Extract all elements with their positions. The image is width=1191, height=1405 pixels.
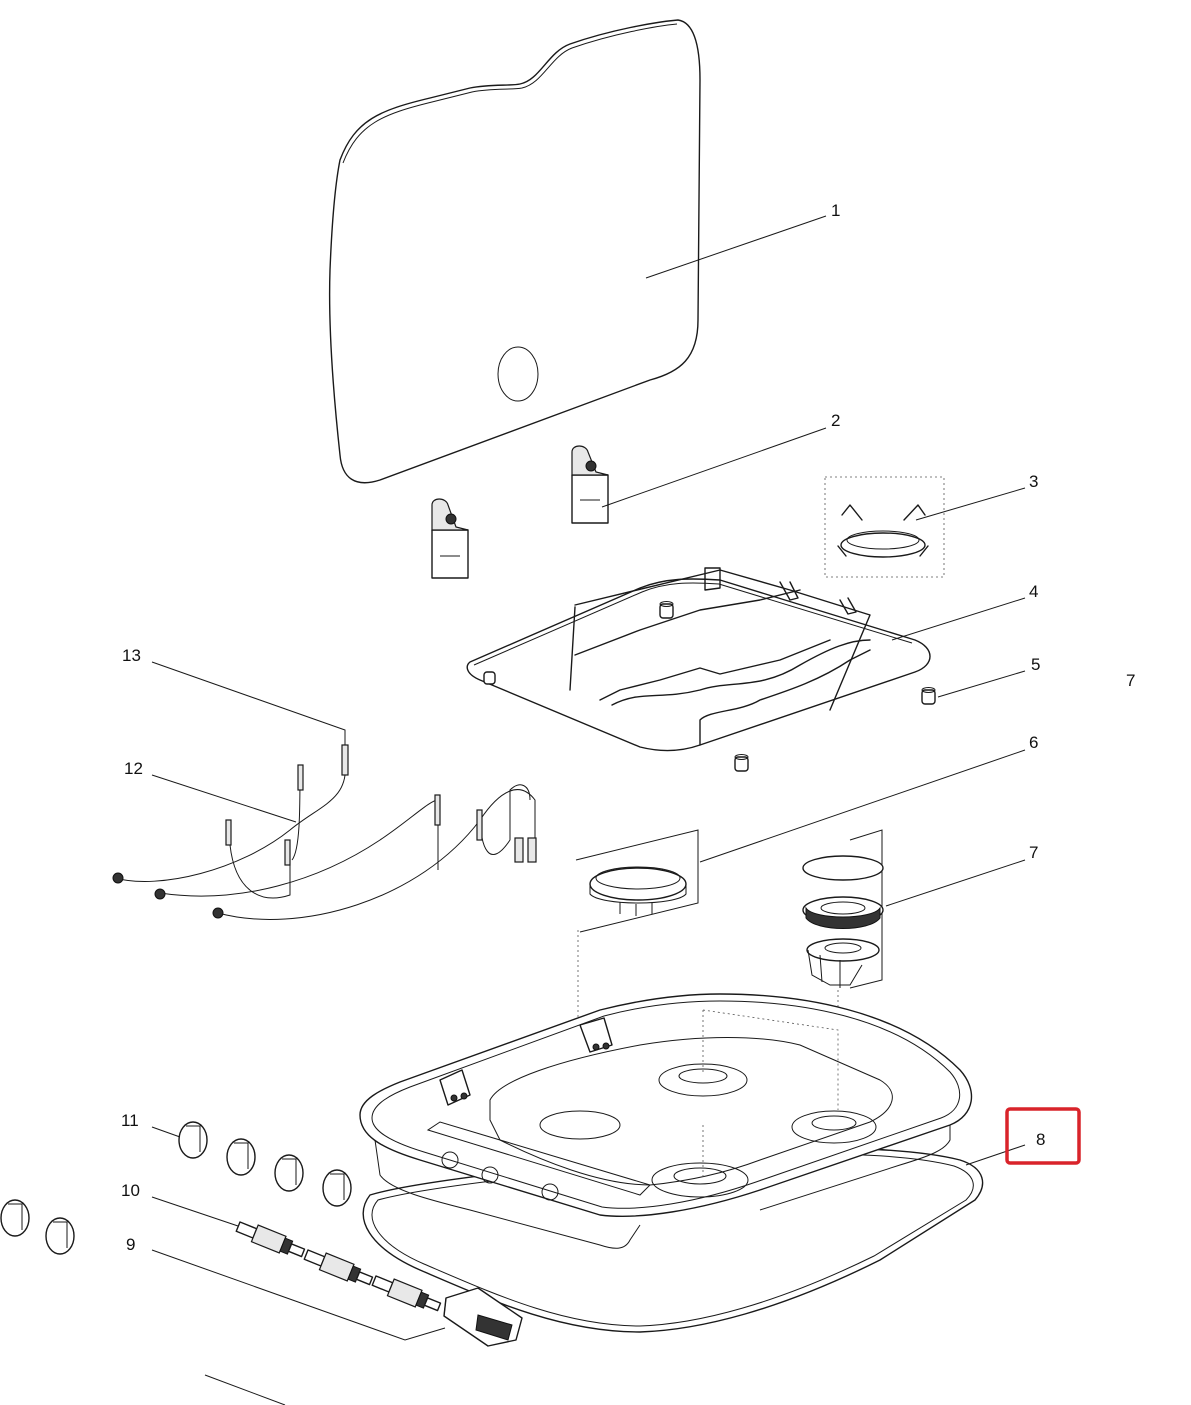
label-4: 4 [1029,582,1038,601]
part-8-hob-base [359,993,984,1333]
highlight-box-8 [1005,1107,1081,1165]
label-7-side: 7 [1126,671,1135,690]
label-8: 8 [1036,1130,1045,1149]
callout-labels: 1 2 3 4 5 6 7 7 8 9 10 11 12 13 [121,201,1135,1254]
label-11: 11 [121,1111,139,1130]
part-1-glass-lid [328,19,701,484]
label-9: 9 [126,1235,135,1254]
part-12-13-wiring [112,744,537,920]
part-7-burner-small [802,829,884,1110]
label-6: 6 [1029,733,1038,752]
label-3: 3 [1029,472,1038,491]
leader-lines [151,215,1026,1405]
label-1: 1 [831,201,840,220]
hinge-right [571,445,609,524]
label-7: 7 [1029,843,1038,862]
label-2: 2 [831,411,840,430]
part-4-wire-grid [466,567,931,752]
part-2-hinges [431,445,609,579]
part-3-pan-support [824,476,945,578]
label-5: 5 [1031,655,1040,674]
hinge-left [431,498,469,579]
label-13: 13 [122,646,141,665]
part-5-rubber-feet [483,601,936,772]
label-12: 12 [124,759,143,778]
part-9-ignition-unit [443,1287,523,1347]
part-11-control-knobs [0,1121,352,1255]
part-10-gas-valves [235,1221,442,1312]
label-10: 10 [121,1181,140,1200]
